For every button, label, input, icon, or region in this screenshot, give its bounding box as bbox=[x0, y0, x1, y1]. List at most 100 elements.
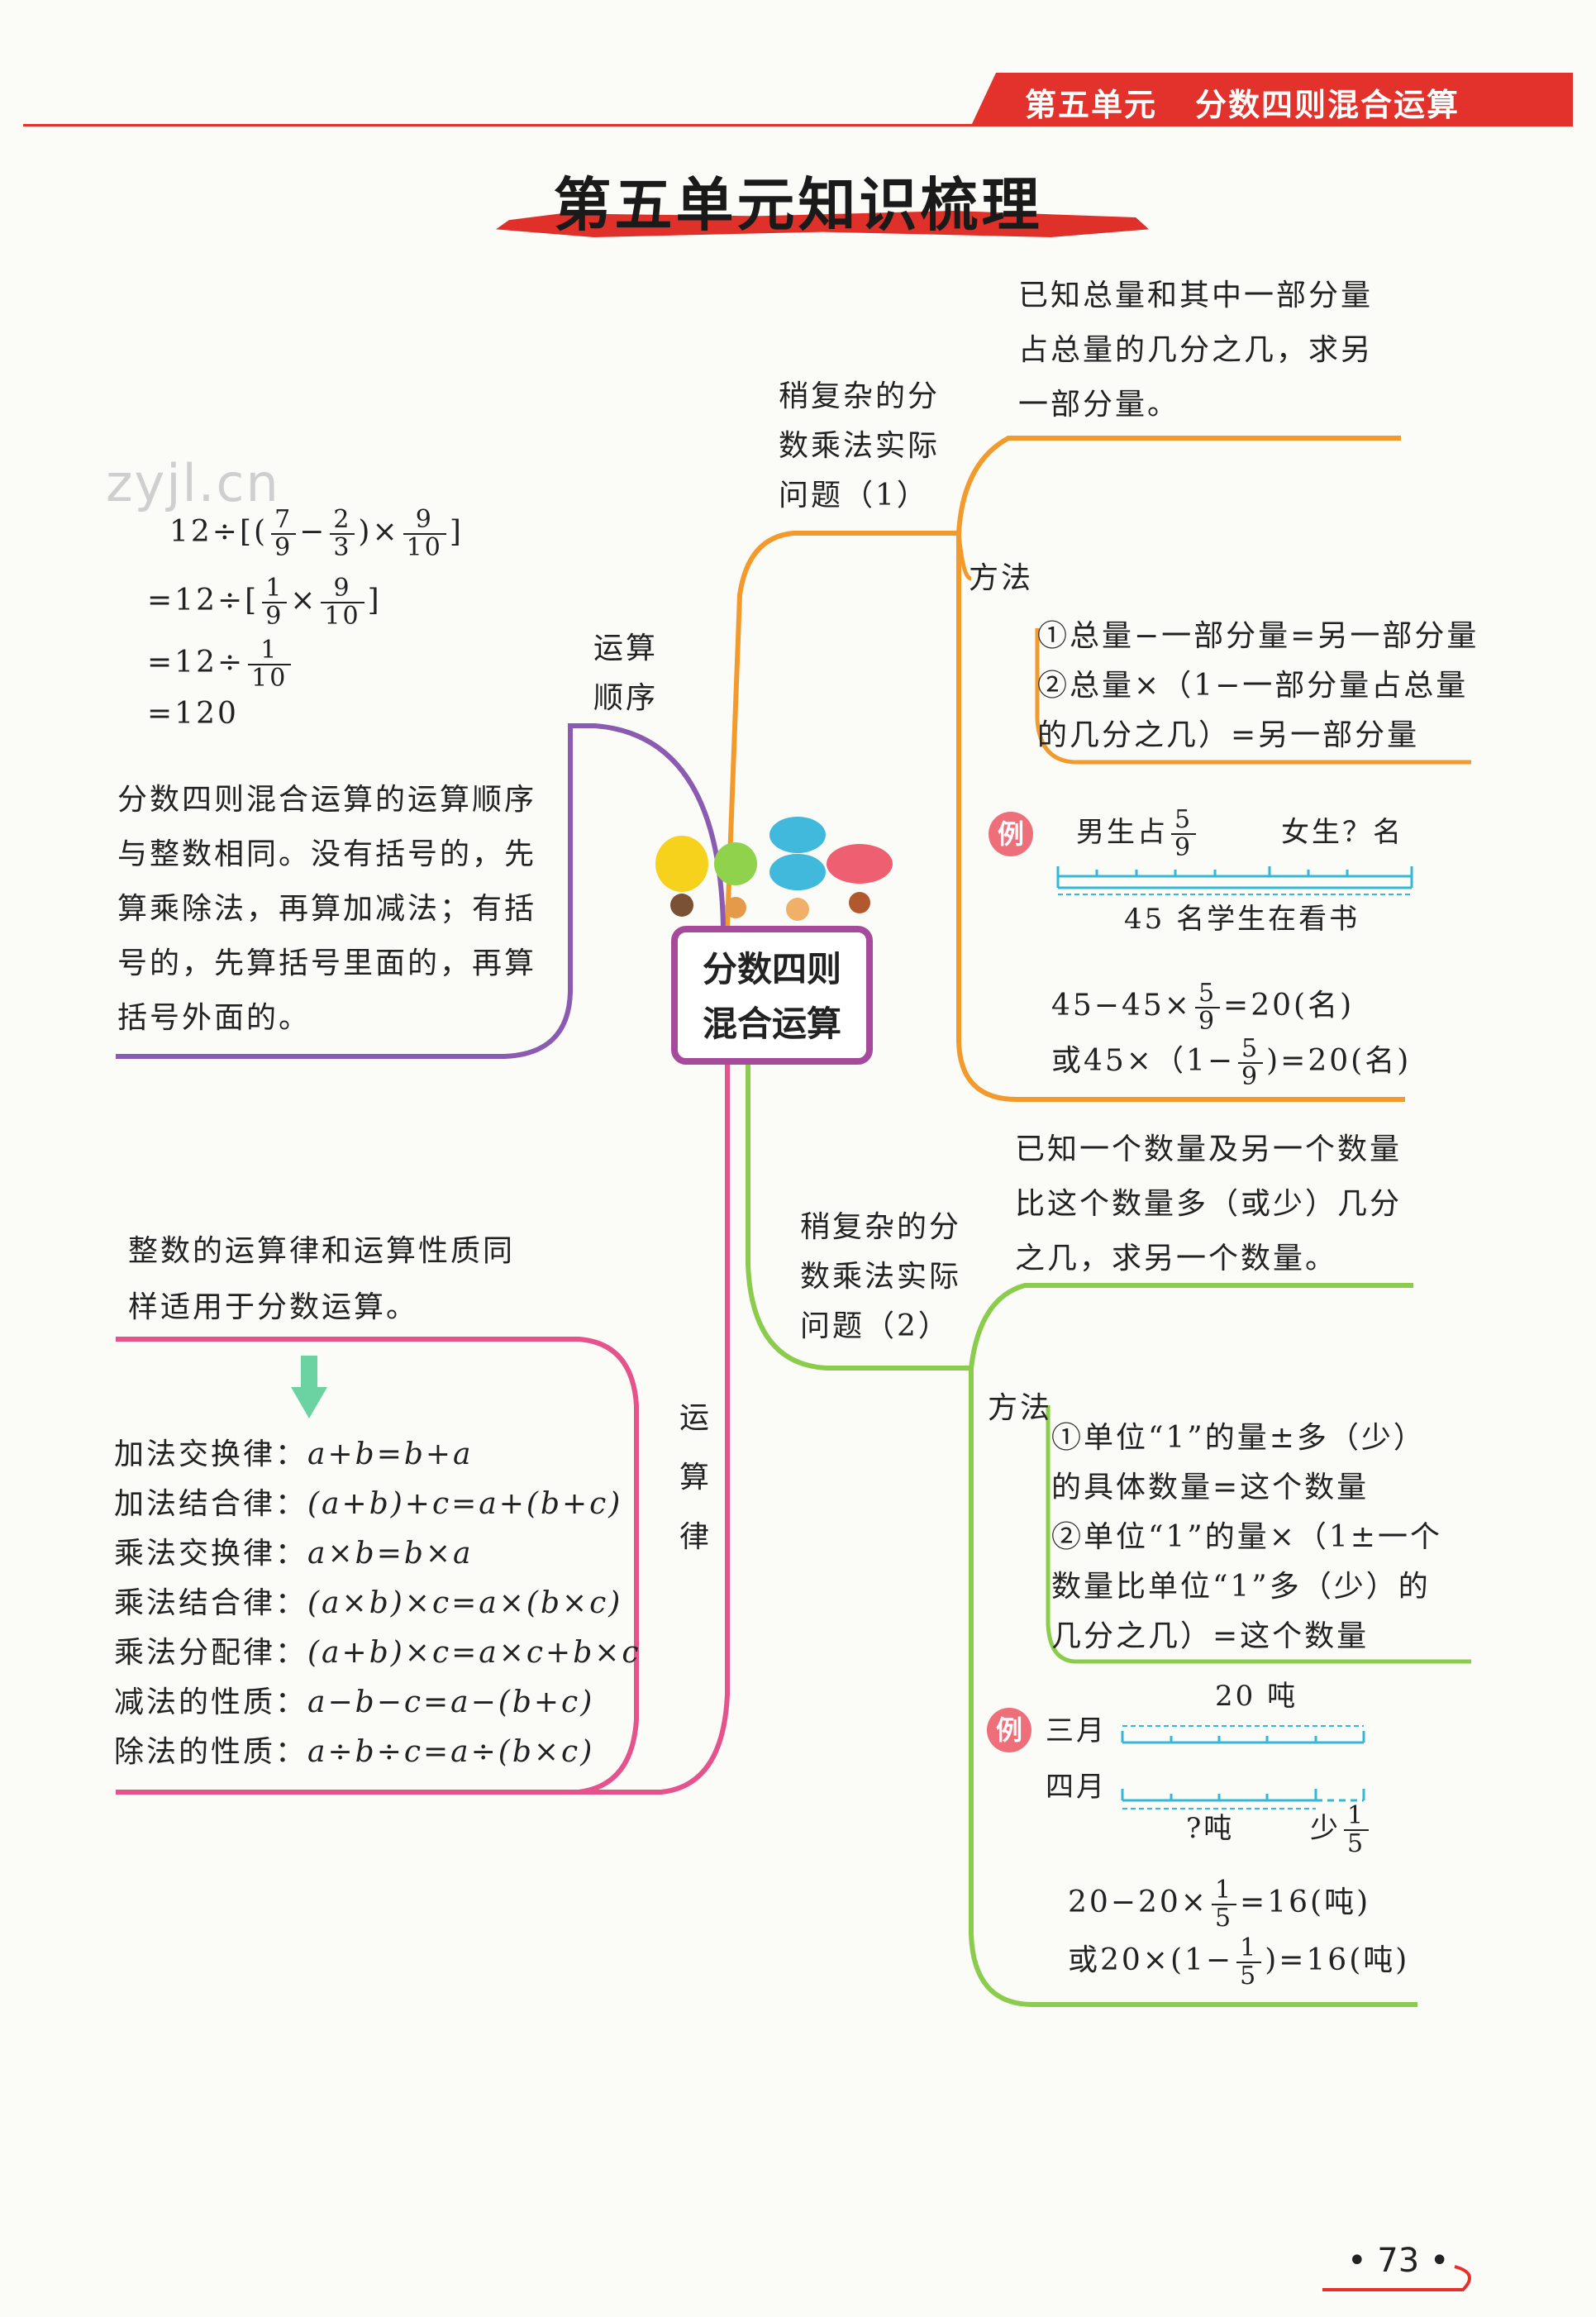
p1-method-line: ①总量−一部分量=另一部分量 bbox=[1037, 619, 1479, 653]
p1-boys-pre: 男生占 bbox=[1076, 816, 1168, 849]
p1-sol2-pre: 或45×（1− bbox=[1051, 1044, 1236, 1078]
laws-label: 运 算 律 bbox=[679, 1389, 712, 1567]
law-item: 加法交换律：a+b=b+a bbox=[114, 1430, 641, 1480]
p2-methods: ①单位“1”的量±多（少） 的具体数量=这个数量 ②单位“1”的量×（1±一个 … bbox=[1051, 1414, 1442, 1661]
frac-den: 5 bbox=[1214, 1904, 1234, 1933]
ex-l2-pre: =12÷[ bbox=[147, 584, 260, 617]
p2-bar-diagram bbox=[1121, 1725, 1365, 1809]
page-number: • 73 • bbox=[1347, 2242, 1450, 2280]
ex-l1-minus: − bbox=[299, 515, 327, 549]
law-name: 除法的性质： bbox=[114, 1735, 308, 1769]
ex-l1-mid: )× bbox=[358, 515, 400, 549]
frac-den: 9 bbox=[1198, 1007, 1217, 1036]
laws-label-char: 律 bbox=[679, 1520, 712, 1554]
p2-desc-line: 已知一个数量及另一个数量 bbox=[1015, 1132, 1403, 1166]
p1-desc-line: 已知总量和其中一部分量 bbox=[1018, 279, 1374, 312]
laws-intro-line: 样适用于分数运算。 bbox=[128, 1290, 419, 1324]
frac-num: 2 bbox=[330, 507, 355, 535]
order-rule-line: 与整数相同。没有括号的，先 bbox=[117, 837, 537, 871]
green-branch-line bbox=[746, 1065, 1413, 1371]
frac-den: 9 bbox=[274, 533, 293, 562]
frac-num: 5 bbox=[1171, 807, 1197, 835]
p2-method-line: ②单位“1”的量×（1±一个 bbox=[1051, 1520, 1442, 1554]
header-unit: 第五单元 bbox=[1025, 87, 1158, 123]
header-tab bbox=[971, 73, 1573, 126]
law-formula: (a×b)×c=a×(b×c) bbox=[307, 1586, 623, 1620]
frac-num: 9 bbox=[403, 507, 446, 535]
order-label-1: 运算 bbox=[593, 632, 659, 665]
center-line-1: 分数四则 bbox=[702, 949, 841, 989]
p1-sol2-post: )=20(名) bbox=[1266, 1044, 1412, 1078]
p2-method-line: ①单位“1”的量±多（少） bbox=[1051, 1421, 1426, 1455]
frac-den: 10 bbox=[324, 602, 361, 631]
ex-l2-post: ] bbox=[367, 584, 382, 617]
p2-method-label: 方法 bbox=[988, 1391, 1053, 1425]
order-rule-line: 括号外面的。 bbox=[117, 1001, 312, 1035]
law-item: 乘法交换律：a×b=b×a bbox=[114, 1529, 641, 1579]
header-text: 第五单元分数四则混合运算 bbox=[1025, 79, 1460, 125]
balloons-illustration bbox=[655, 817, 893, 921]
p2-label-line: 数乘法实际 bbox=[800, 1260, 962, 1294]
frac-den: 3 bbox=[333, 533, 352, 562]
laws-label-char: 运 bbox=[679, 1401, 712, 1435]
page-title: 第五单元知识梳理 bbox=[553, 171, 1043, 239]
frac-num: 5 bbox=[1194, 980, 1221, 1008]
order-rule-line: 分数四则混合运算的运算顺序 bbox=[117, 783, 537, 817]
p1-label-line: 数乘法实际 bbox=[779, 429, 941, 463]
frac-den: 9 bbox=[265, 602, 284, 631]
laws-intro: 整数的运算律和运算性质同 样适用于分数运算。 bbox=[128, 1223, 515, 1336]
order-rule-line: 号的，先算括号里面的，再算 bbox=[117, 946, 537, 980]
p2-sol1-post: =16(吨) bbox=[1240, 1886, 1371, 1919]
law-formula: a÷b÷c=a÷(b×c) bbox=[307, 1735, 595, 1769]
law-item: 加法结合律：(a+b)+c=a+(b+c) bbox=[114, 1480, 641, 1529]
p2-total-label: 20 吨 bbox=[1215, 1680, 1298, 1713]
p2-march-label: 三月 bbox=[1046, 1714, 1107, 1747]
green-method-line bbox=[969, 1368, 1417, 2007]
order-rule-text: 分数四则混合运算的运算顺序 与整数相同。没有括号的，先 算乘除法，再算加减法；有… bbox=[117, 773, 536, 1046]
p2-label-line: 稍复杂的分 bbox=[800, 1210, 962, 1244]
frac-num: 1 bbox=[248, 637, 292, 665]
p1-description: 已知总量和其中一部分量 占总量的几分之几，求另 一部分量。 bbox=[1018, 269, 1373, 432]
order-label: 运算 顺序 bbox=[593, 624, 658, 723]
p2-less-pre: 少 bbox=[1310, 1812, 1341, 1845]
law-formula: a+b=b+a bbox=[307, 1437, 474, 1471]
p2-label-line: 问题（2） bbox=[800, 1309, 950, 1343]
p1-girls-label: 女生？名 bbox=[1281, 816, 1403, 849]
p1-desc-line: 占总量的几分之几，求另 bbox=[1018, 333, 1374, 367]
frac-num: 9 bbox=[321, 575, 364, 603]
p1-caption: 45 名学生在看书 bbox=[1124, 903, 1360, 936]
law-item: 乘法分配律：(a+b)×c=a×c+b×c bbox=[114, 1628, 641, 1678]
p1-label: 稍复杂的分 数乘法实际 问题（1） bbox=[779, 372, 940, 521]
green-method-under bbox=[1046, 1405, 1471, 1664]
p2-desc-line: 比这个数量多（或少）几分 bbox=[1015, 1187, 1403, 1221]
p2-sol1-pre: 20−20× bbox=[1068, 1886, 1208, 1919]
p1-sol1-post: =20(名) bbox=[1223, 989, 1355, 1023]
p2-description: 已知一个数量及另一个数量 比这个数量多（或少）几分 之几，求另一个数量。 bbox=[1015, 1123, 1402, 1286]
law-item: 乘法结合律：(a×b)×c=a×(b×c) bbox=[114, 1579, 641, 1628]
page-swoosh bbox=[1322, 2265, 1471, 2291]
pink-branch-line bbox=[116, 1065, 730, 1795]
frac-num: 1 bbox=[1211, 1877, 1237, 1905]
laws-list: 加法交换律：a+b=b+a 加法结合律：(a+b)+c=a+(b+c) 乘法交换… bbox=[114, 1430, 641, 1777]
orange-method-line bbox=[956, 533, 1405, 1102]
p1-sol1-pre: 45−45× bbox=[1051, 989, 1192, 1023]
law-formula: (a+b)×c=a×c+b×c bbox=[307, 1636, 641, 1670]
p1-label-line: 问题（1） bbox=[779, 479, 929, 513]
frac-den: 10 bbox=[251, 664, 288, 693]
frac-num: 5 bbox=[1238, 1036, 1264, 1064]
p1-desc-line: 一部分量。 bbox=[1018, 388, 1180, 422]
pink-bracket-line bbox=[116, 1337, 639, 1795]
law-item: 减法的性质：a−b−c=a−(b+c) bbox=[114, 1678, 641, 1728]
